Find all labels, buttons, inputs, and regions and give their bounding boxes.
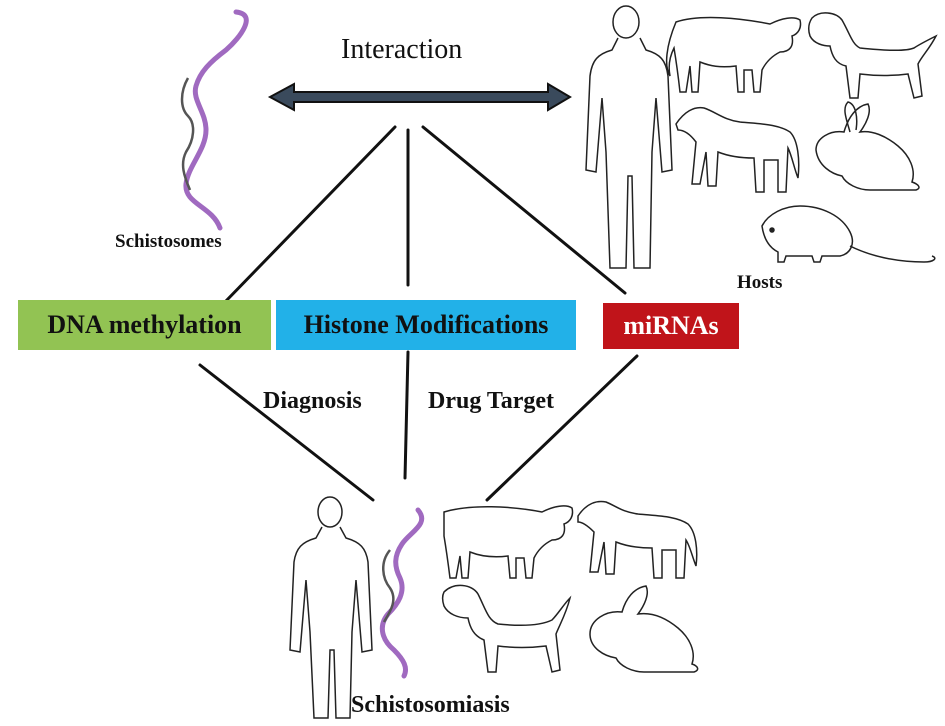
- horse-bottom-icon: [577, 500, 698, 579]
- schistosomes-label: Schistosomes: [115, 231, 222, 252]
- histone-modifications-box: Histone Modifications: [276, 300, 576, 350]
- schistosome-worm-bottom-icon: [379, 507, 425, 679]
- interaction-label: Interaction: [341, 34, 463, 65]
- diagnosis-label: Diagnosis: [263, 388, 362, 414]
- rabbit-icon: [815, 101, 920, 191]
- dna-methylation-box: DNA methylation: [18, 300, 271, 350]
- interaction-double-arrow: [267, 82, 572, 112]
- mouse-icon: [761, 205, 936, 263]
- cow-bottom-icon: [443, 505, 574, 579]
- human-icon: [585, 5, 673, 269]
- hosts-label: Hosts: [737, 272, 783, 293]
- hosts-group: [585, 5, 938, 269]
- line-histone-schistosomiasis: [403, 350, 410, 480]
- connector-lines: [198, 125, 639, 502]
- horse-icon: [675, 106, 800, 193]
- line-dna-schistosomiasis: [198, 363, 375, 502]
- dog-bottom-icon: [441, 584, 572, 673]
- bottom-hosts-group: [289, 496, 699, 719]
- line-interaction-mirna: [421, 125, 627, 295]
- schistosomiasis-label: Schistosomiasis: [351, 692, 510, 718]
- line-mirna-schistosomiasis: [485, 354, 639, 502]
- drug-target-label: Drug Target: [428, 388, 554, 414]
- human-bottom-icon: [289, 496, 373, 719]
- cow-icon: [665, 16, 802, 93]
- rabbit-bottom-icon: [589, 585, 699, 673]
- line-interaction-dna: [223, 125, 397, 304]
- schistosome-worm-icon: [180, 9, 249, 231]
- mirnas-box: miRNAs: [603, 303, 739, 349]
- dog-icon: [807, 12, 938, 99]
